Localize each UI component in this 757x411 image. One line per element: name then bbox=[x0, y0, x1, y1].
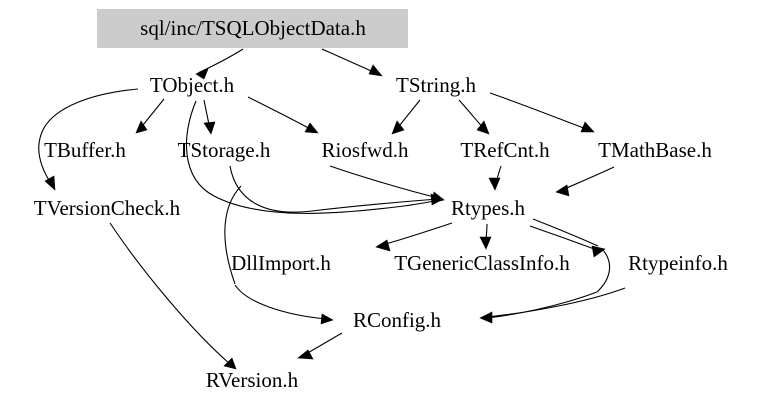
edge-rconfig-to-rversion bbox=[303, 332, 343, 356]
arrow-head-root-to-tobject bbox=[195, 68, 209, 80]
edge-tmathbase-to-rtypes bbox=[561, 166, 615, 191]
root-node-box bbox=[97, 9, 408, 48]
arrow-head-tobject-to-tstorage bbox=[203, 121, 216, 135]
node-tmathbase[interactable]: TMathBase.h bbox=[598, 138, 712, 162]
edge-layer bbox=[38, 48, 626, 370]
edge-tobject-to-tversioncheck bbox=[38, 88, 139, 186]
arrow-head-tstring-to-tmathbase bbox=[580, 121, 595, 133]
edge-dllimport-bracket bbox=[224, 185, 242, 285]
node-tbuffer[interactable]: TBuffer.h bbox=[44, 138, 126, 162]
arrow-head-riosfwd-to-rtypes bbox=[431, 191, 445, 204]
arrow-head-rconfig-to-rversion bbox=[297, 349, 314, 360]
node-tstring[interactable]: TString.h bbox=[396, 73, 476, 97]
arrow-head-tmathbase-to-rtypes bbox=[555, 184, 570, 197]
node-trefcnt[interactable]: TRefCnt.h bbox=[460, 138, 550, 162]
node-rtypes[interactable]: Rtypes.h bbox=[451, 196, 526, 220]
edge-tversioncheck-to-rversion bbox=[109, 222, 231, 365]
edge-rtypes-to-dllimport bbox=[381, 222, 453, 246]
arrow-head-dllimport-to-rconfig bbox=[320, 313, 334, 325]
edge-rtypeinfo-bracket bbox=[596, 249, 611, 293]
arrow-head-tstring-to-trefcnt bbox=[476, 120, 490, 135]
arrow-head-rtypes-to-tgenericclassinfo bbox=[479, 236, 492, 250]
arrow-head-tversioncheck-to-rversion bbox=[223, 357, 237, 370]
arrow-head-rtypeinfo-to-rconfig bbox=[479, 311, 493, 324]
arrow-head-rtypes-to-dllimport bbox=[375, 239, 391, 252]
node-layer: sql/inc/TSQLObjectData.h TObject.h TStri… bbox=[34, 16, 729, 392]
node-tgenericclassinfo[interactable]: TGenericClassInfo.h bbox=[394, 251, 570, 275]
node-rtypeinfo[interactable]: Rtypeinfo.h bbox=[628, 251, 728, 275]
edge-tstorage-to-rtypes bbox=[229, 165, 439, 213]
edge-riosfwd-to-rtypes bbox=[329, 165, 439, 199]
arrow-head-rtypes-to-rtypeinfo bbox=[591, 245, 606, 258]
node-riosfwd[interactable]: Riosfwd.h bbox=[322, 138, 409, 162]
arrow-head-tobject-to-tbuffer bbox=[135, 120, 148, 134]
edge-tobject-to-rtypes bbox=[186, 100, 439, 214]
edge-rtypeinfo-to-rconfig-b bbox=[486, 287, 626, 318]
node-tversioncheck[interactable]: TVersionCheck.h bbox=[34, 196, 181, 220]
node-tstorage[interactable]: TStorage.h bbox=[178, 138, 271, 162]
arrow-head-tobject-to-riosfwd bbox=[304, 122, 319, 134]
edge-rtypeinfo-to-rconfig-a bbox=[485, 291, 598, 319]
node-root[interactable]: sql/inc/TSQLObjectData.h bbox=[140, 16, 366, 40]
node-dllimport[interactable]: DllImport.h bbox=[231, 251, 331, 275]
edge-dllimport-to-rconfig bbox=[234, 284, 327, 320]
edge-tstring-to-tmathbase bbox=[489, 92, 590, 131]
node-rversion[interactable]: RVersion.h bbox=[206, 368, 299, 392]
edge-tobject-to-riosfwd bbox=[247, 96, 315, 132]
arrow-head-trefcnt-to-rtypes bbox=[488, 177, 501, 191]
edge-root-to-tstring bbox=[321, 48, 379, 75]
edge-rtypes-to-rtypeinfo-a bbox=[532, 218, 599, 247]
node-rconfig[interactable]: RConfig.h bbox=[353, 308, 442, 332]
edge-rtypes-to-rtypeinfo-b bbox=[529, 225, 598, 251]
node-tobject[interactable]: TObject.h bbox=[150, 73, 235, 97]
arrow-head-root-to-tstring bbox=[368, 64, 383, 77]
arrow-head-tstring-to-riosfwd bbox=[391, 120, 405, 135]
edge-root-to-tobject bbox=[197, 48, 244, 74]
arrow-head-tobject-to-tversioncheck bbox=[44, 175, 56, 191]
